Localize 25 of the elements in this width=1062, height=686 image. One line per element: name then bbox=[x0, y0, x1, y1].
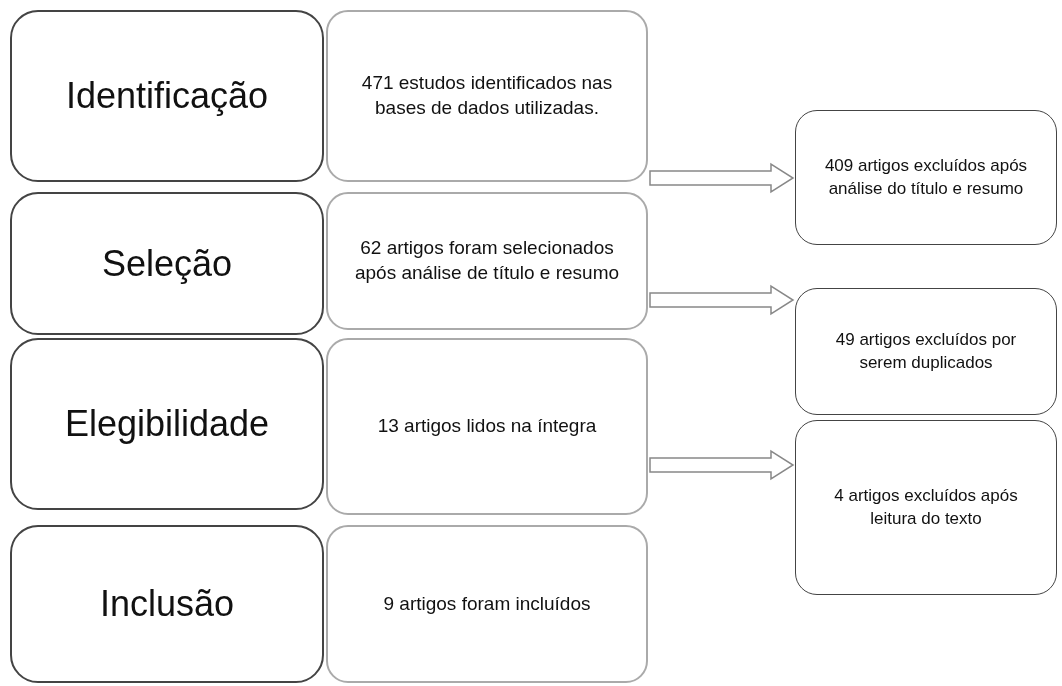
node-text: 4 artigos excluídos após leitura do texto bbox=[833, 485, 1019, 530]
content-box bbox=[326, 525, 648, 683]
exclusion-box bbox=[795, 420, 1057, 595]
node-text: 471 estudos identificados nas bases de dados utilizadas. bbox=[360, 71, 614, 120]
exclusion-box bbox=[795, 288, 1057, 415]
stage-box bbox=[10, 192, 324, 335]
content-box bbox=[326, 192, 648, 330]
content-box bbox=[326, 338, 648, 515]
hollow-arrow bbox=[649, 162, 795, 194]
node-text: 49 artigos excluídos por serem duplicados bbox=[834, 329, 1018, 374]
content-box bbox=[326, 10, 648, 182]
exclusion-box bbox=[795, 110, 1057, 245]
hollow-arrow bbox=[649, 449, 795, 481]
stage-box bbox=[10, 525, 324, 683]
node-text: 13 artigos lidos na íntegra bbox=[377, 414, 597, 439]
node-text: 409 artigos excluídos após análise do título e resumo bbox=[823, 155, 1029, 200]
hollow-arrow bbox=[649, 284, 795, 316]
stage-box bbox=[10, 10, 324, 182]
node-text: 9 artigos foram incluídos bbox=[383, 591, 591, 616]
node-text: 62 artigos foram selecionados após análise de título e resumo bbox=[353, 236, 621, 285]
stage-label: Elegibilidade bbox=[64, 403, 270, 445]
stage-label: Inclusão bbox=[99, 583, 235, 625]
stage-label: Identificação bbox=[65, 75, 269, 117]
stage-box bbox=[10, 338, 324, 510]
stage-label: Seleção bbox=[101, 242, 233, 285]
